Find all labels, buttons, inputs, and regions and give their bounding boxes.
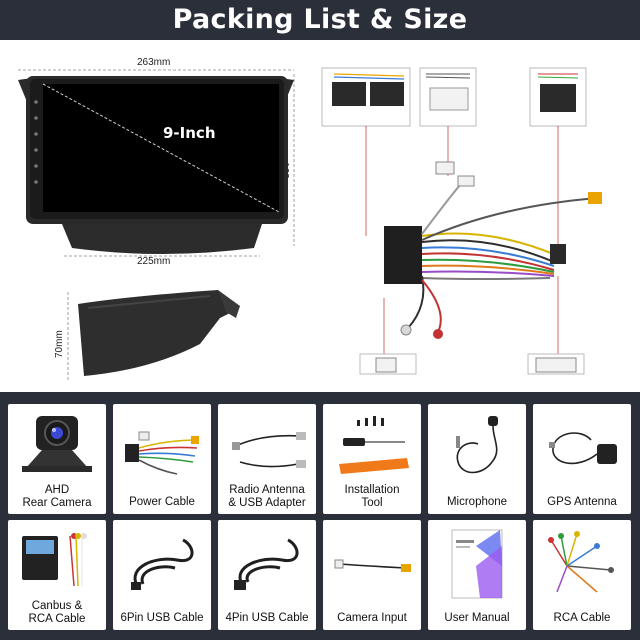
gps-antenna-icon [549,432,617,465]
radio-antenna-icon [232,432,306,468]
item-label: GPS Antenna [547,496,617,508]
item-label: RCA Cable [28,613,86,625]
item-card-camera-input: Camera Input [323,520,421,630]
header-banner: Packing List & Size [0,0,640,40]
item-label: Power Cable [129,496,195,508]
item-label: Microphone [446,496,508,508]
head-unit-drawing [18,69,295,257]
item-card-radio-antenna: Radio Antenna & USB Adapter [218,404,316,514]
item-card-gps-antenna: GPS Antenna [533,404,631,514]
item-label: 4Pin USB Cable [225,612,309,624]
frame-dim-line [67,292,69,380]
item-card-4pin-usb: 4Pin USB Cable [218,520,316,630]
item-card-rear-camera: AHD Rear Camera [8,404,106,514]
item-label: & USB Adapter [228,497,306,509]
power-cable-icon [125,431,200,475]
dim-bottom-width: 225mm [137,256,171,267]
mounting-frame-drawing [78,290,240,376]
usb-cable-icon [234,538,299,590]
item-card-rca-cable: RCA Cable [533,520,631,630]
item-card-6pin-usb: 6Pin USB Cable [113,520,211,630]
item-label: Camera Input [337,612,407,624]
item-label: Rear Camera [22,497,92,509]
rca-cable-icon [548,531,614,593]
user-manual-icon [451,529,503,599]
microphone-icon [456,416,498,474]
item-card-microphone: Microphone [428,404,526,514]
item-card-user-manual: User Manual [428,520,526,630]
rear-camera-icon [22,416,92,472]
camera-input-cable-icon [334,559,411,572]
page-title: Packing List & Size [172,4,468,35]
usb-cable-icon [131,538,194,590]
item-label: User Manual [444,612,510,624]
installation-tool-icon [339,416,409,474]
item-label: RCA Cable [553,612,611,624]
item-label: AHD [44,484,70,496]
item-card-canbus-rca: Canbus & RCA Cable [8,520,106,630]
wiring-harness-diagram [321,67,602,375]
item-label: 6Pin USB Cable [120,612,204,624]
item-card-power-cable: Power Cable [113,404,211,514]
canbus-box-icon [22,533,87,587]
item-label: Installation [344,484,400,496]
dim-top-width: 263mm [137,57,171,68]
item-label: Radio Antenna [229,484,305,496]
item-label: Tool [361,497,383,509]
dim-frame-height: 70mm [54,330,65,358]
item-label: Canbus & [31,600,83,612]
screen-size-label: 9-Inch [163,124,216,142]
item-card-installation-tool: Installation Tool [323,404,421,514]
size-diagram-section: 263mm 225mm 168mm 70mm 9-Inch [0,40,640,392]
accessories-grid: AHD Rear Camera Power Cable Radio Anten [0,392,640,640]
